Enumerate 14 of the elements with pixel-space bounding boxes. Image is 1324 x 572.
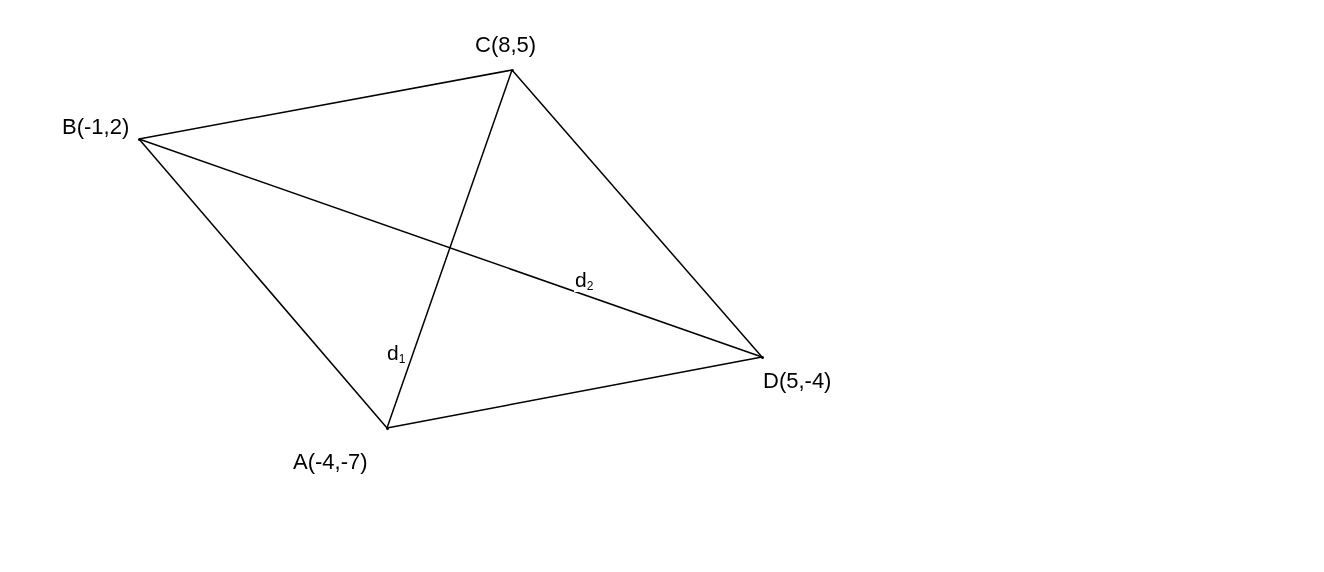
- vertex-label: B(-1,2): [62, 113, 130, 141]
- vertex-label: A(-4,-7): [293, 448, 368, 476]
- line-segment: [511, 69, 763, 358]
- vertex-point: [760, 355, 764, 359]
- line-segment: [138, 69, 513, 140]
- line-segment: [386, 69, 513, 429]
- vertex-label: D(5,-4): [763, 367, 832, 395]
- vertex-point: [137, 137, 141, 141]
- line-segment: [138, 138, 388, 429]
- line-segment: [386, 356, 763, 429]
- line-segment: [138, 138, 763, 358]
- vertex-label: C(8,5): [475, 31, 537, 59]
- vertex-point: [385, 426, 389, 430]
- vertex-point: [510, 68, 514, 72]
